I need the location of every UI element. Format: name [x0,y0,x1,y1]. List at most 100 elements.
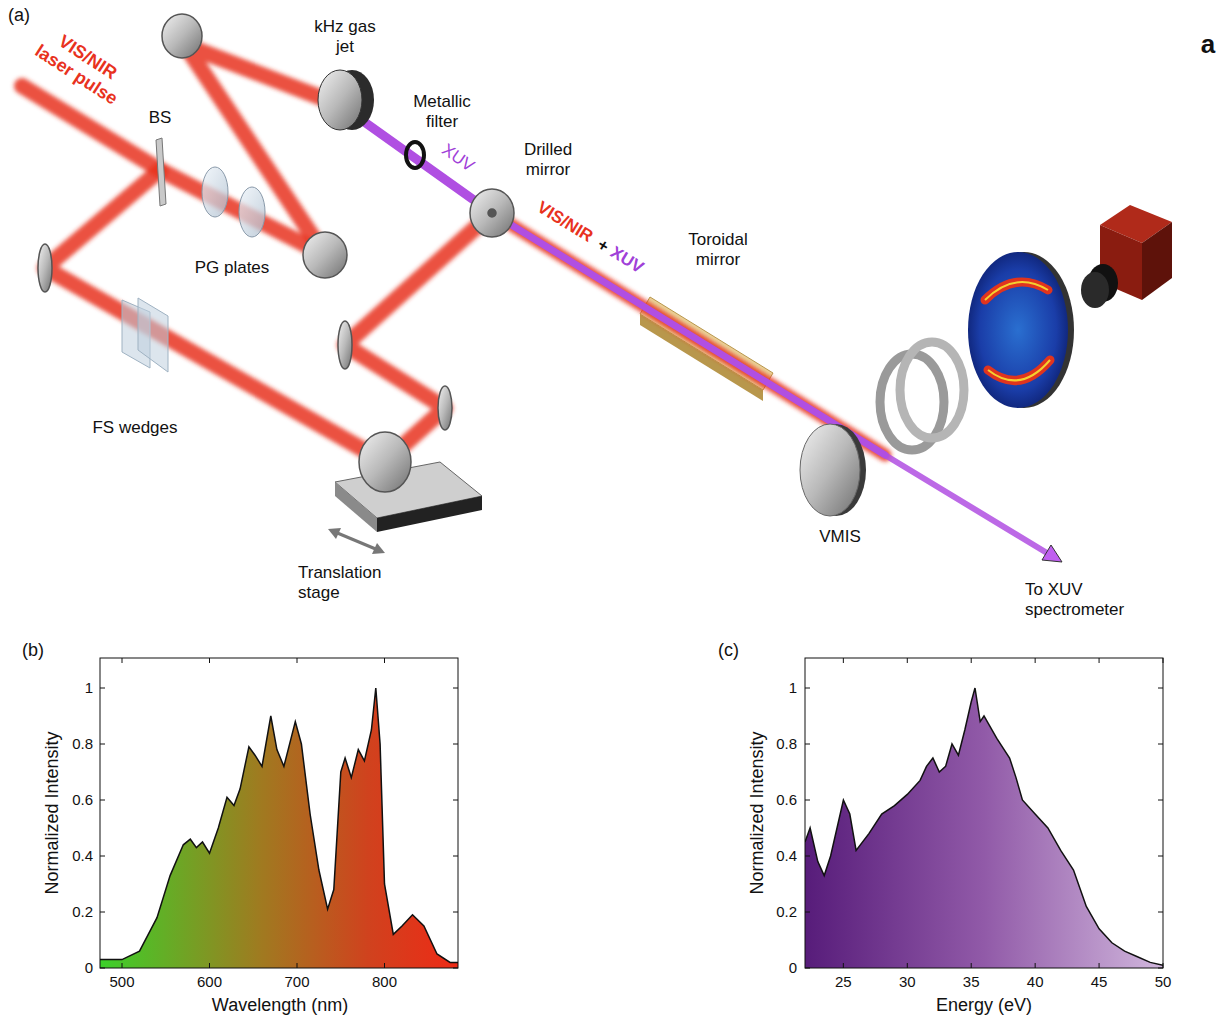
tick [805,968,810,969]
tick [805,744,810,745]
panel-label: a [1201,30,1215,60]
tick-label: 45 [1091,973,1108,990]
tick-label: 0.6 [776,791,797,808]
tick [100,912,105,913]
translation-stage [328,432,482,554]
component-label: Metallic filter [402,92,482,131]
tick [297,963,298,968]
tick-label: 0.4 [776,847,797,864]
tick [100,800,105,801]
component-label: VMIS [819,527,861,547]
spectrum-line [100,688,458,962]
tick [971,963,972,968]
pg-plates [202,167,265,237]
camera [1081,205,1172,308]
tick-label: 25 [835,973,852,990]
panel-label: (a) [8,5,30,26]
axis-title: Wavelength (nm) [212,995,348,1016]
fs-wedges [122,298,168,372]
tick [907,963,908,968]
plot-frame [100,658,458,968]
tick [1099,963,1100,968]
beam-label: XUV [438,140,478,176]
tick [1099,658,1100,663]
spectrum-line [805,688,1163,965]
axis-title: Energy (eV) [936,995,1032,1016]
tick [1163,963,1164,968]
tick [1158,856,1163,857]
tick [453,744,458,745]
tick-label: 1 [789,679,797,696]
tick-label: 500 [109,973,134,990]
tick [453,968,458,969]
tick-label: 35 [963,973,980,990]
vmis [800,342,964,516]
tick [907,658,908,663]
arrow-head [1042,545,1062,562]
tick [209,963,210,968]
component-label: Drilled mirror [511,140,586,179]
tick-label: 0.2 [72,903,93,920]
component-label: To XUV spectrometer [1025,580,1165,619]
component-label: kHz gas jet [309,17,381,56]
tick [1158,688,1163,689]
axis-title: Normalized Intensity [747,731,768,894]
detector-image [968,252,1074,408]
tick [122,963,123,968]
tick [122,658,123,663]
tick [1035,963,1036,968]
tick [100,856,105,857]
tick [805,688,810,689]
component-label: Translation stage [298,563,413,602]
panel-label: (b) [22,640,44,661]
tick-label: 0.2 [776,903,797,920]
metallic-filter [406,142,424,168]
tick [297,658,298,663]
spectrum-fill [805,688,1163,968]
tick [805,912,810,913]
tick-label: 800 [372,973,397,990]
component-label: PG plates [195,258,270,278]
tick [1035,658,1036,663]
panel-label: (c) [718,640,739,661]
component-label: FS wedges [92,418,177,438]
tick-label: 0 [789,959,797,976]
tick-label: 600 [197,973,222,990]
beam-label: VIS/NIR [534,198,597,247]
tick-label: 40 [1027,973,1044,990]
tick-label: 700 [284,973,309,990]
tick [1158,800,1163,801]
tick [100,968,105,969]
tick [1163,658,1164,663]
tick [971,658,972,663]
beam-splitter [156,138,166,206]
tick [843,963,844,968]
tick [1158,744,1163,745]
beam-label: VIS/NIR laser pulse [31,23,133,109]
tick [384,963,385,968]
tick-label: 0.4 [72,847,93,864]
plot-frame [805,658,1163,968]
tick [805,800,810,801]
tick [209,658,210,663]
tick [100,744,105,745]
tick [805,856,810,857]
tick [453,800,458,801]
axis-title: Normalized Intensity [42,731,63,894]
spectrum-fill [100,688,458,968]
component-label: Toroidal mirror [678,230,758,269]
tick-label: 0.8 [72,735,93,752]
tick [453,856,458,857]
tick-label: 50 [1155,973,1172,990]
beam-label: XUV [607,243,647,278]
tick [1158,968,1163,969]
tick [843,658,844,663]
tick-label: 0 [85,959,93,976]
laser-beam [22,45,885,462]
tick [1158,912,1163,913]
tick-label: 0.6 [72,791,93,808]
tick [453,688,458,689]
tick-label: 30 [899,973,916,990]
tick [384,658,385,663]
